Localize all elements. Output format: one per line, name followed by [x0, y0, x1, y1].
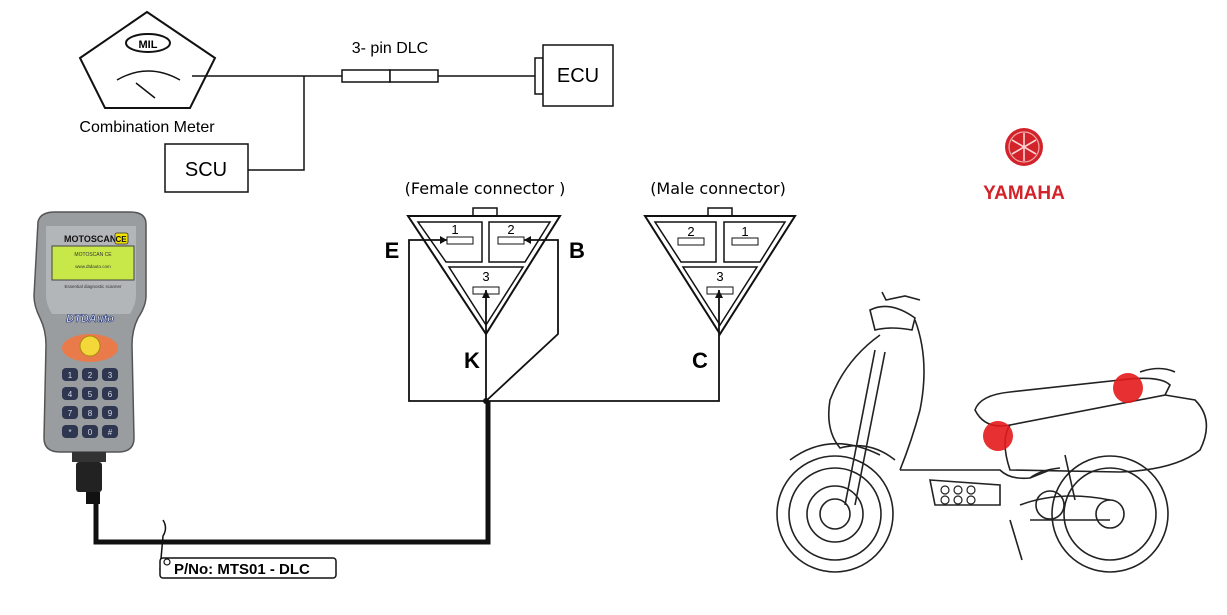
female-pin-number: 2	[507, 222, 514, 237]
connector-location-marker	[1113, 373, 1143, 403]
screen-url: www.dtdauto.com	[75, 264, 111, 269]
dlc-connector	[341, 69, 439, 83]
device-brand: MOTOSCAN	[64, 234, 116, 244]
device-keypad: 1 2 3 4 5 6 7 8 9 * 0 #	[62, 368, 118, 438]
female-pin-1	[446, 236, 474, 245]
female-pin-2	[497, 236, 525, 245]
meter-needle	[135, 82, 156, 99]
device-key-label: 3	[108, 371, 113, 380]
meter-gauge-arc	[116, 70, 181, 81]
device-key-label: 0	[88, 428, 93, 437]
device-key[interactable]	[102, 387, 118, 400]
device-port	[72, 452, 106, 462]
female-connector: 1 2 3	[406, 207, 562, 336]
device-key[interactable]	[82, 406, 98, 419]
device-ok-button[interactable]	[79, 335, 101, 357]
diagnostic-cable	[93, 401, 491, 545]
wire-label-c: C	[692, 348, 708, 373]
male-connector-label: (Male connector)	[650, 179, 786, 198]
male-pin-number: 2	[687, 224, 694, 239]
mil-lamp	[125, 33, 171, 53]
scu-box	[164, 143, 249, 193]
device-key[interactable]	[62, 368, 78, 381]
connector-wiring	[408, 239, 720, 402]
male-pin-1	[731, 237, 759, 246]
device-key[interactable]	[82, 387, 98, 400]
combination-meter: MIL	[78, 10, 217, 109]
ecu-box	[534, 44, 614, 107]
device-key[interactable]	[62, 387, 78, 400]
scu-label: SCU	[185, 159, 227, 181]
female-connector-label: (Female connector )	[405, 179, 566, 198]
meter-label: Combination Meter	[79, 119, 215, 136]
device-key[interactable]	[102, 368, 118, 381]
device-brand-badge: CE	[115, 235, 127, 244]
wire-label-b: B	[569, 238, 585, 263]
device-key-label: *	[68, 428, 71, 437]
device-plug	[76, 462, 102, 492]
female-pin-number: 1	[451, 222, 458, 237]
wire-label-k: K	[464, 348, 480, 373]
male-pin-number: 1	[741, 224, 748, 239]
device-key-label: 6	[108, 390, 113, 399]
motoscan-device: MOTOSCAN CE MOTOSCAN CE www.dtdauto.com …	[33, 211, 147, 504]
device-key[interactable]	[102, 406, 118, 419]
device-key-label: 2	[88, 371, 93, 380]
device-key[interactable]	[62, 406, 78, 419]
device-key[interactable]	[102, 425, 118, 438]
scooter-vents	[940, 485, 976, 505]
connector-location-marker	[983, 421, 1013, 451]
screen-footer: Essential diagnostic scanner	[64, 284, 122, 289]
wire-arrowheads	[440, 236, 723, 298]
wire-label-e: E	[385, 238, 400, 263]
device-key-label: 7	[68, 409, 73, 418]
device-key-label: 9	[108, 409, 113, 418]
yamaha-logo-text: YAMAHA	[983, 183, 1065, 204]
screen-title: MOTOSCAN CE	[74, 252, 112, 258]
device-key-label: 5	[88, 390, 93, 399]
female-pin-number: 3	[482, 269, 489, 284]
male-connector: 2 1 3	[643, 207, 797, 336]
device-screen	[51, 245, 135, 281]
device-key-label: 1	[68, 371, 73, 380]
yamaha-logo: YAMAHA	[983, 128, 1065, 204]
ecu-label: ECU	[557, 65, 599, 87]
device-maker: DTDAuto	[66, 313, 114, 325]
cable-tag: P/No: MTS01 - DLC	[159, 519, 337, 579]
device-key[interactable]	[62, 425, 78, 438]
male-pin-2	[677, 237, 705, 246]
device-key-label: 8	[88, 409, 93, 418]
mil-label: MIL	[139, 39, 158, 51]
part-number-label: P/No: MTS01 - DLC	[174, 561, 310, 578]
device-key[interactable]	[82, 425, 98, 438]
device-key-label: 4	[68, 390, 73, 399]
male-pin-number: 3	[716, 269, 723, 284]
device-key[interactable]	[82, 368, 98, 381]
device-key-label: #	[108, 428, 113, 437]
dlc-label: 3- pin DLC	[352, 40, 428, 57]
